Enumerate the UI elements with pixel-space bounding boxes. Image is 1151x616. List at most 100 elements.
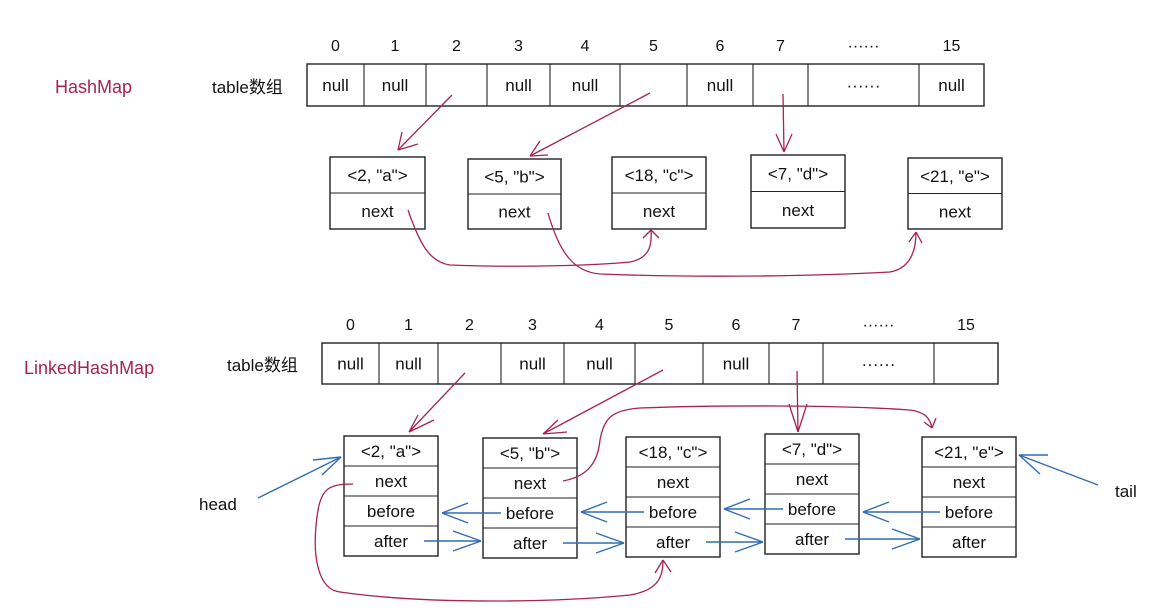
tail-pointer bbox=[1018, 454, 1099, 486]
node-field-after: after bbox=[513, 534, 547, 553]
bucket-index: 6 bbox=[732, 317, 741, 334]
arrowhead-icon bbox=[312, 456, 342, 476]
linkedhashmap-next-pointers bbox=[314, 405, 937, 602]
pointer-bucket2-to-node-a bbox=[408, 372, 466, 433]
arrowhead-icon bbox=[397, 131, 419, 151]
bucket-index: 15 bbox=[957, 317, 975, 334]
bucket-cell: null bbox=[519, 355, 545, 374]
node-field-next: next bbox=[796, 470, 828, 489]
bucket-index: 4 bbox=[595, 317, 604, 334]
arrowhead-icon bbox=[642, 229, 660, 239]
node-field-before: before bbox=[788, 500, 836, 519]
node-field-next: next bbox=[498, 203, 530, 222]
entry-key-value: <18, "c"> bbox=[625, 166, 694, 185]
entry-key-value: <2, "a"> bbox=[361, 442, 421, 461]
head-label: head bbox=[199, 495, 237, 514]
entry-node: <7, "d"> next bbox=[750, 154, 846, 229]
bucket-cell: null bbox=[505, 76, 531, 95]
entry-node: <5, "b"> next bbox=[467, 158, 562, 230]
tail-label: tail bbox=[1115, 482, 1137, 501]
pointer-bucket5-to-node-b bbox=[542, 369, 664, 435]
node-field-after: after bbox=[795, 530, 829, 549]
pointer-bucket5-to-node-b bbox=[529, 92, 651, 157]
node-field-next: next bbox=[643, 202, 675, 221]
bucket-index: 15 bbox=[943, 38, 961, 55]
arrowhead-icon bbox=[734, 531, 764, 553]
linkedhashmap-before-after-pointers bbox=[424, 498, 940, 554]
entry-node: <21, "e"> next bbox=[907, 157, 1003, 230]
bucket-cell: null bbox=[572, 76, 598, 95]
entry-node: <7, "d"> next before after bbox=[764, 433, 860, 555]
hashmap-nodes: <2, "a">next<5, "b">next<18, "c">next<7,… bbox=[329, 154, 1003, 230]
arrowhead-icon bbox=[441, 502, 469, 524]
entry-key-value: <18, "c"> bbox=[639, 443, 708, 462]
node-field-after: after bbox=[374, 532, 408, 551]
pointer-b-next-to-e bbox=[562, 405, 933, 482]
entry-key-value: <21, "e"> bbox=[934, 443, 1004, 462]
arrowhead-icon bbox=[775, 133, 793, 153]
node-field-after: after bbox=[656, 533, 690, 552]
bucket-cell: null bbox=[382, 76, 408, 95]
pointer-bucket2-to-node-a bbox=[397, 94, 453, 151]
arrowhead-icon bbox=[654, 559, 672, 574]
linkedhashmap-bucket-pointers bbox=[408, 369, 808, 435]
arrowhead-icon bbox=[923, 417, 937, 429]
bucket-cell: null bbox=[322, 76, 348, 95]
bucket-index: 5 bbox=[665, 317, 674, 334]
bucket-index: 3 bbox=[514, 38, 523, 55]
bucket-cell: null bbox=[707, 76, 733, 95]
arrowhead-icon bbox=[580, 501, 608, 523]
bucket-index: 5 bbox=[649, 38, 658, 55]
entry-key-value: <21, "e"> bbox=[920, 167, 990, 186]
bucket-index: 1 bbox=[404, 317, 413, 334]
bucket-cell: ······ bbox=[847, 76, 881, 95]
bucket-cell: null bbox=[337, 355, 363, 374]
node-field-next: next bbox=[657, 473, 689, 492]
bucket-index: 3 bbox=[528, 317, 537, 334]
arrowhead-icon bbox=[862, 501, 890, 523]
bucket-index: 4 bbox=[581, 38, 590, 55]
bucket-index: 2 bbox=[465, 317, 474, 334]
node-field-next: next bbox=[514, 474, 546, 493]
node-field-next: next bbox=[782, 201, 814, 220]
arrowhead-icon bbox=[1018, 454, 1048, 475]
bucket-index: 0 bbox=[331, 38, 340, 55]
arrowhead-icon bbox=[529, 140, 549, 157]
linkedhashmap-title: LinkedHashMap bbox=[24, 358, 154, 378]
entry-key-value: <2, "a"> bbox=[347, 166, 407, 185]
entry-key-value: <5, "b"> bbox=[484, 168, 544, 187]
node-field-before: before bbox=[367, 502, 415, 521]
arrowhead-icon bbox=[788, 403, 808, 433]
hashmap-title: HashMap bbox=[55, 77, 132, 97]
entry-key-value: <7, "d"> bbox=[782, 440, 842, 459]
arrowhead-icon bbox=[723, 498, 751, 520]
bucket-index: 7 bbox=[792, 317, 801, 334]
bucket-cell: null bbox=[938, 76, 964, 95]
table-array bbox=[321, 342, 999, 385]
hashmap-bucket-pointers bbox=[397, 92, 793, 157]
arrowhead-icon bbox=[595, 532, 625, 554]
pointer-bucket7-to-node-d bbox=[782, 93, 785, 153]
head-pointer bbox=[257, 456, 342, 499]
node-field-before: before bbox=[506, 504, 554, 523]
hashmap-table-label: table数组 bbox=[212, 78, 283, 97]
arrowhead-icon bbox=[908, 231, 923, 244]
bucket-index: 7 bbox=[776, 38, 785, 55]
entry-node: <2, "a">next bbox=[329, 156, 426, 230]
bucket-index: ······ bbox=[863, 317, 895, 334]
arrowhead-icon bbox=[891, 528, 921, 550]
entry-key-value: <7, "d"> bbox=[768, 164, 828, 183]
pointer-a-next-to-c bbox=[407, 209, 652, 267]
bucket-cell: ······ bbox=[862, 355, 896, 374]
node-field-next: next bbox=[939, 202, 971, 221]
arrowhead-icon bbox=[542, 419, 568, 435]
bucket-cell: null bbox=[723, 355, 749, 374]
